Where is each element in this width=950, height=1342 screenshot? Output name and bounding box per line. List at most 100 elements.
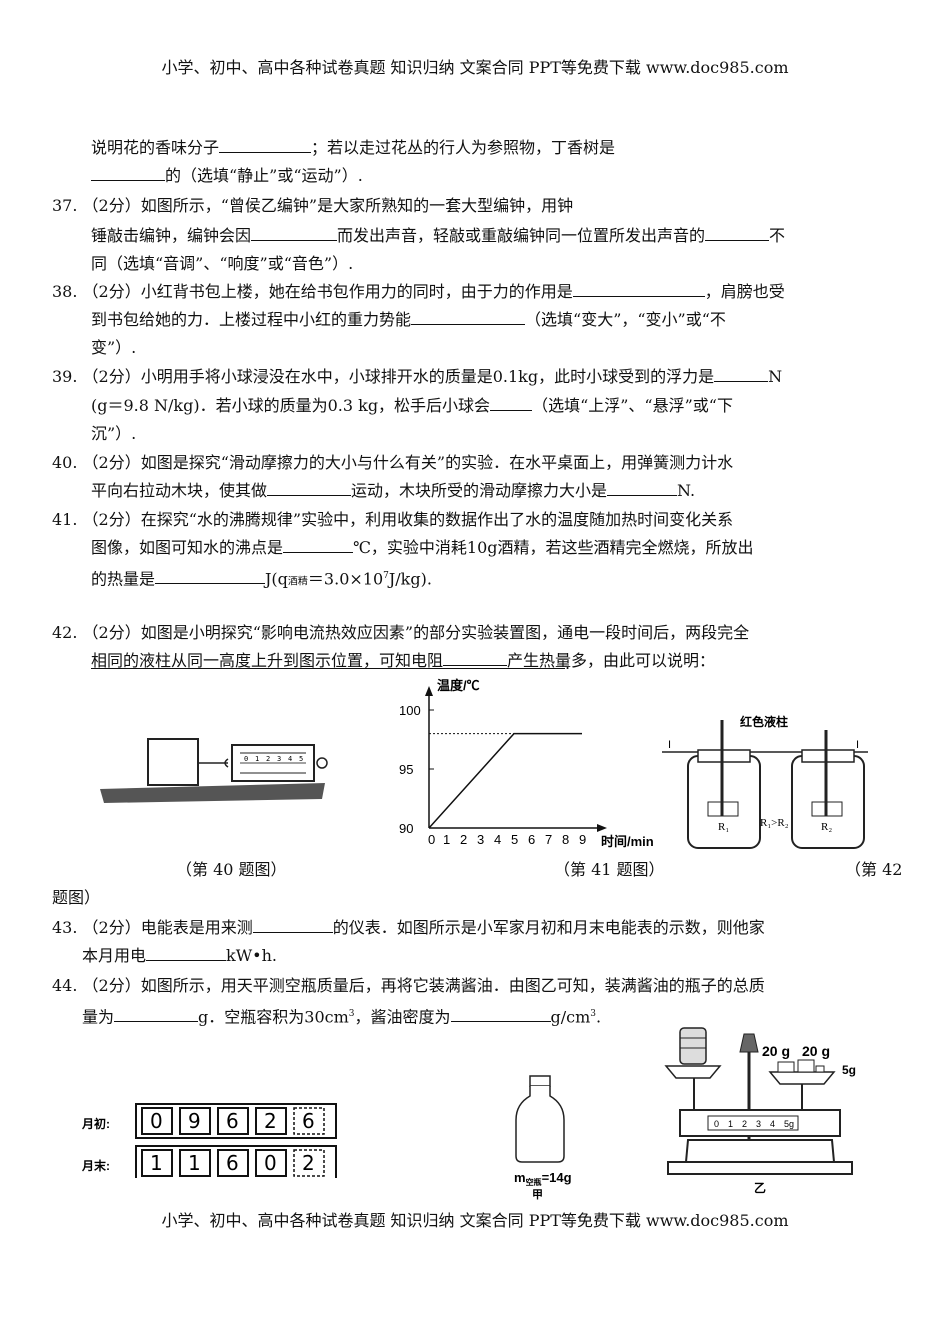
fig42-relation: R₁>R₂ — [760, 817, 789, 829]
bottle-mass-value: =14g — [542, 1170, 572, 1185]
q38-line1: 38. （2分）小红背书包上楼，她在给书包作用力的同时，由于力的作用是，肩膀也受 — [52, 278, 785, 306]
q38-blank1[interactable] — [572, 278, 705, 297]
q36-blank2[interactable] — [91, 162, 165, 181]
meter-end-digit-box — [217, 1149, 249, 1177]
q40-line1: 40. （2分）如图是探究“滑动摩擦力的大小与什么有关”的实验．在水平桌面上，用… — [52, 453, 734, 472]
meter-end-digit-box — [141, 1149, 173, 1177]
balance-scale-digit: 3 — [756, 1119, 761, 1129]
caption-fig40: （第 40 题图） — [176, 860, 287, 879]
meter-start-digit: 0 — [150, 1109, 163, 1133]
svg-text:m空瓶=14g: m空瓶=14g — [514, 1170, 572, 1187]
meter-end-label: 月末: — [81, 1158, 110, 1173]
q38-line2: 到书包给她的力．上楼过程中小红的重力势能（选填“变大”，“变小”或“不 — [91, 306, 726, 334]
fig41-series-line — [428, 732, 582, 829]
fig41-x-tick-label: 3 — [477, 832, 484, 847]
meter-start-digit: 6 — [302, 1109, 315, 1133]
meter-start-label: 月初: — [81, 1116, 110, 1131]
fig41-y-tick-label: 100 — [399, 703, 421, 718]
fig42-liquid-label: 红色液柱 — [740, 714, 788, 729]
q43-line1: 43. （2分）电能表是用来测的仪表．如图所示是小军家月初和月末电能表的示数，则… — [52, 914, 765, 942]
q41-blank2[interactable] — [155, 565, 266, 585]
q39-blank1[interactable] — [714, 363, 769, 382]
q44-line1: 44. （2分）如图所示，用天平测空瓶质量后，再将它装满酱油．由图乙可知，装满酱… — [52, 976, 765, 995]
fig42-r1: R₁ — [718, 821, 729, 833]
fig41-x-tick-label: 4 — [494, 832, 501, 847]
meter-start-digit: 6 — [226, 1109, 239, 1133]
q36-line1: 说明花的香味分子；若以走过花丛的行人为参照物，丁香树是 — [91, 134, 615, 162]
q42-line3: . — [91, 650, 570, 678]
fig41-xlabel: 时间/min — [601, 834, 654, 849]
fig40-wood-block — [147, 738, 199, 786]
q42-blank2[interactable] — [91, 652, 565, 669]
q44-blank2[interactable] — [450, 1003, 551, 1023]
balance-right-pan — [768, 1071, 836, 1085]
balance-scale-digit: 5g — [784, 1119, 794, 1129]
q36-blank1[interactable] — [219, 134, 312, 153]
q39-line3: 沉”）. — [91, 424, 137, 443]
q40-blank2[interactable] — [607, 477, 678, 496]
q39-line2: (g＝9.8 N/kg)．若小球的质量为0.3 kg，松手后小球会（选填“上浮”… — [91, 392, 733, 420]
q37-blank1[interactable] — [251, 222, 338, 241]
fig40-scale-digit: 1 — [255, 755, 259, 763]
fig41-x-tick-label: 9 — [579, 832, 586, 847]
q37-line1: 37. （2分）如图所示，“曾侯乙编钟”是大家所熟知的一套大型编钟，用钟 — [52, 196, 574, 215]
fig40-table — [100, 783, 325, 803]
meter-start-digit-box — [217, 1107, 249, 1135]
page-footer: 小学、初中、高中各种试卷真题 知识归纳 文案合同 PPT等免费下载 www.do… — [161, 1211, 789, 1230]
balance-beam — [679, 1109, 841, 1137]
q43-blank1[interactable] — [252, 914, 333, 933]
q38-blank2[interactable] — [411, 306, 526, 325]
q43-blank2[interactable] — [146, 942, 227, 961]
bottle-caption: 甲 — [532, 1188, 543, 1200]
fig41-ylabel: 温度/℃ — [437, 678, 480, 693]
caption-fig41: （第 41 题图） — [554, 860, 665, 879]
fig41-x-tick-label: 7 — [545, 832, 552, 847]
meter-end-digit: 1 — [150, 1151, 163, 1175]
balance-scale-digit: 2 — [742, 1119, 747, 1129]
meter-start-digit-box — [293, 1107, 325, 1135]
fig40-scale-digit: 2 — [266, 755, 270, 763]
balance-base — [684, 1139, 836, 1163]
q38-line3: 变”）. — [91, 338, 137, 357]
q42-blank1[interactable] — [443, 647, 508, 666]
q40-blank1[interactable] — [267, 477, 352, 496]
fig41-x-tick-label: 6 — [528, 832, 535, 847]
q41-line2: 图像，如图可知水的沸点是℃，实验中消耗10g酒精，若这些酒精完全燃烧，所放出 — [91, 534, 754, 562]
meter-start-digit-box — [255, 1107, 287, 1135]
fig41-x-tick-label: 2 — [460, 832, 467, 847]
meter-end-digit: 2 — [302, 1151, 315, 1175]
meter-end-digit-box — [293, 1149, 325, 1177]
q39-blank2[interactable] — [490, 392, 533, 411]
meter-start-digit: 2 — [264, 1109, 277, 1133]
balance-weight-1: 20 g — [762, 1043, 790, 1059]
q42-line1: 42. （2分）如图是小明探究“影响电流热效应因素”的部分实验装置图，通电一段时… — [52, 623, 750, 642]
fig41-x-tick-label: 0 — [428, 832, 435, 847]
balance-left-pan — [664, 1065, 722, 1079]
fig42-jar-left: R₁ — [687, 720, 761, 849]
page-header: 小学、初中、高中各种试卷真题 知识归纳 文案合同 PPT等免费下载 www.do… — [161, 58, 789, 77]
meter-start-digit-box — [141, 1107, 173, 1135]
q44-blank1[interactable] — [114, 1003, 199, 1023]
q39-line1: 39. （2分）小明用手将小球浸没在水中，小球排开水的质量是0.1kg，此时小球… — [52, 363, 782, 391]
fig41-y-tick-label: 95 — [399, 762, 413, 777]
meter-end-digit: 0 — [264, 1151, 277, 1175]
q41-line1: 41. （2分）在探究“水的沸腾规律”实验中，利用收集的数据作出了水的温度随加热… — [52, 510, 734, 529]
fig40-scale-digit: 4 — [288, 755, 292, 763]
fig42-current-right: I — [856, 739, 859, 751]
fig41-x-tick-label: 1 — [443, 832, 450, 847]
caption-fig42-part2: 题图） — [52, 888, 101, 907]
fig40-scale-digit: 5 — [299, 755, 303, 763]
q41-blank1[interactable] — [283, 534, 354, 553]
fig40-scale-digit: 0 — [244, 755, 248, 763]
meter-end-digit-box — [255, 1149, 287, 1177]
q37-blank2[interactable] — [705, 222, 770, 241]
fig44-empty-bottle: m空瓶=14g 甲 — [514, 1075, 572, 1200]
fig41-y-tick-label: 90 — [399, 821, 413, 836]
